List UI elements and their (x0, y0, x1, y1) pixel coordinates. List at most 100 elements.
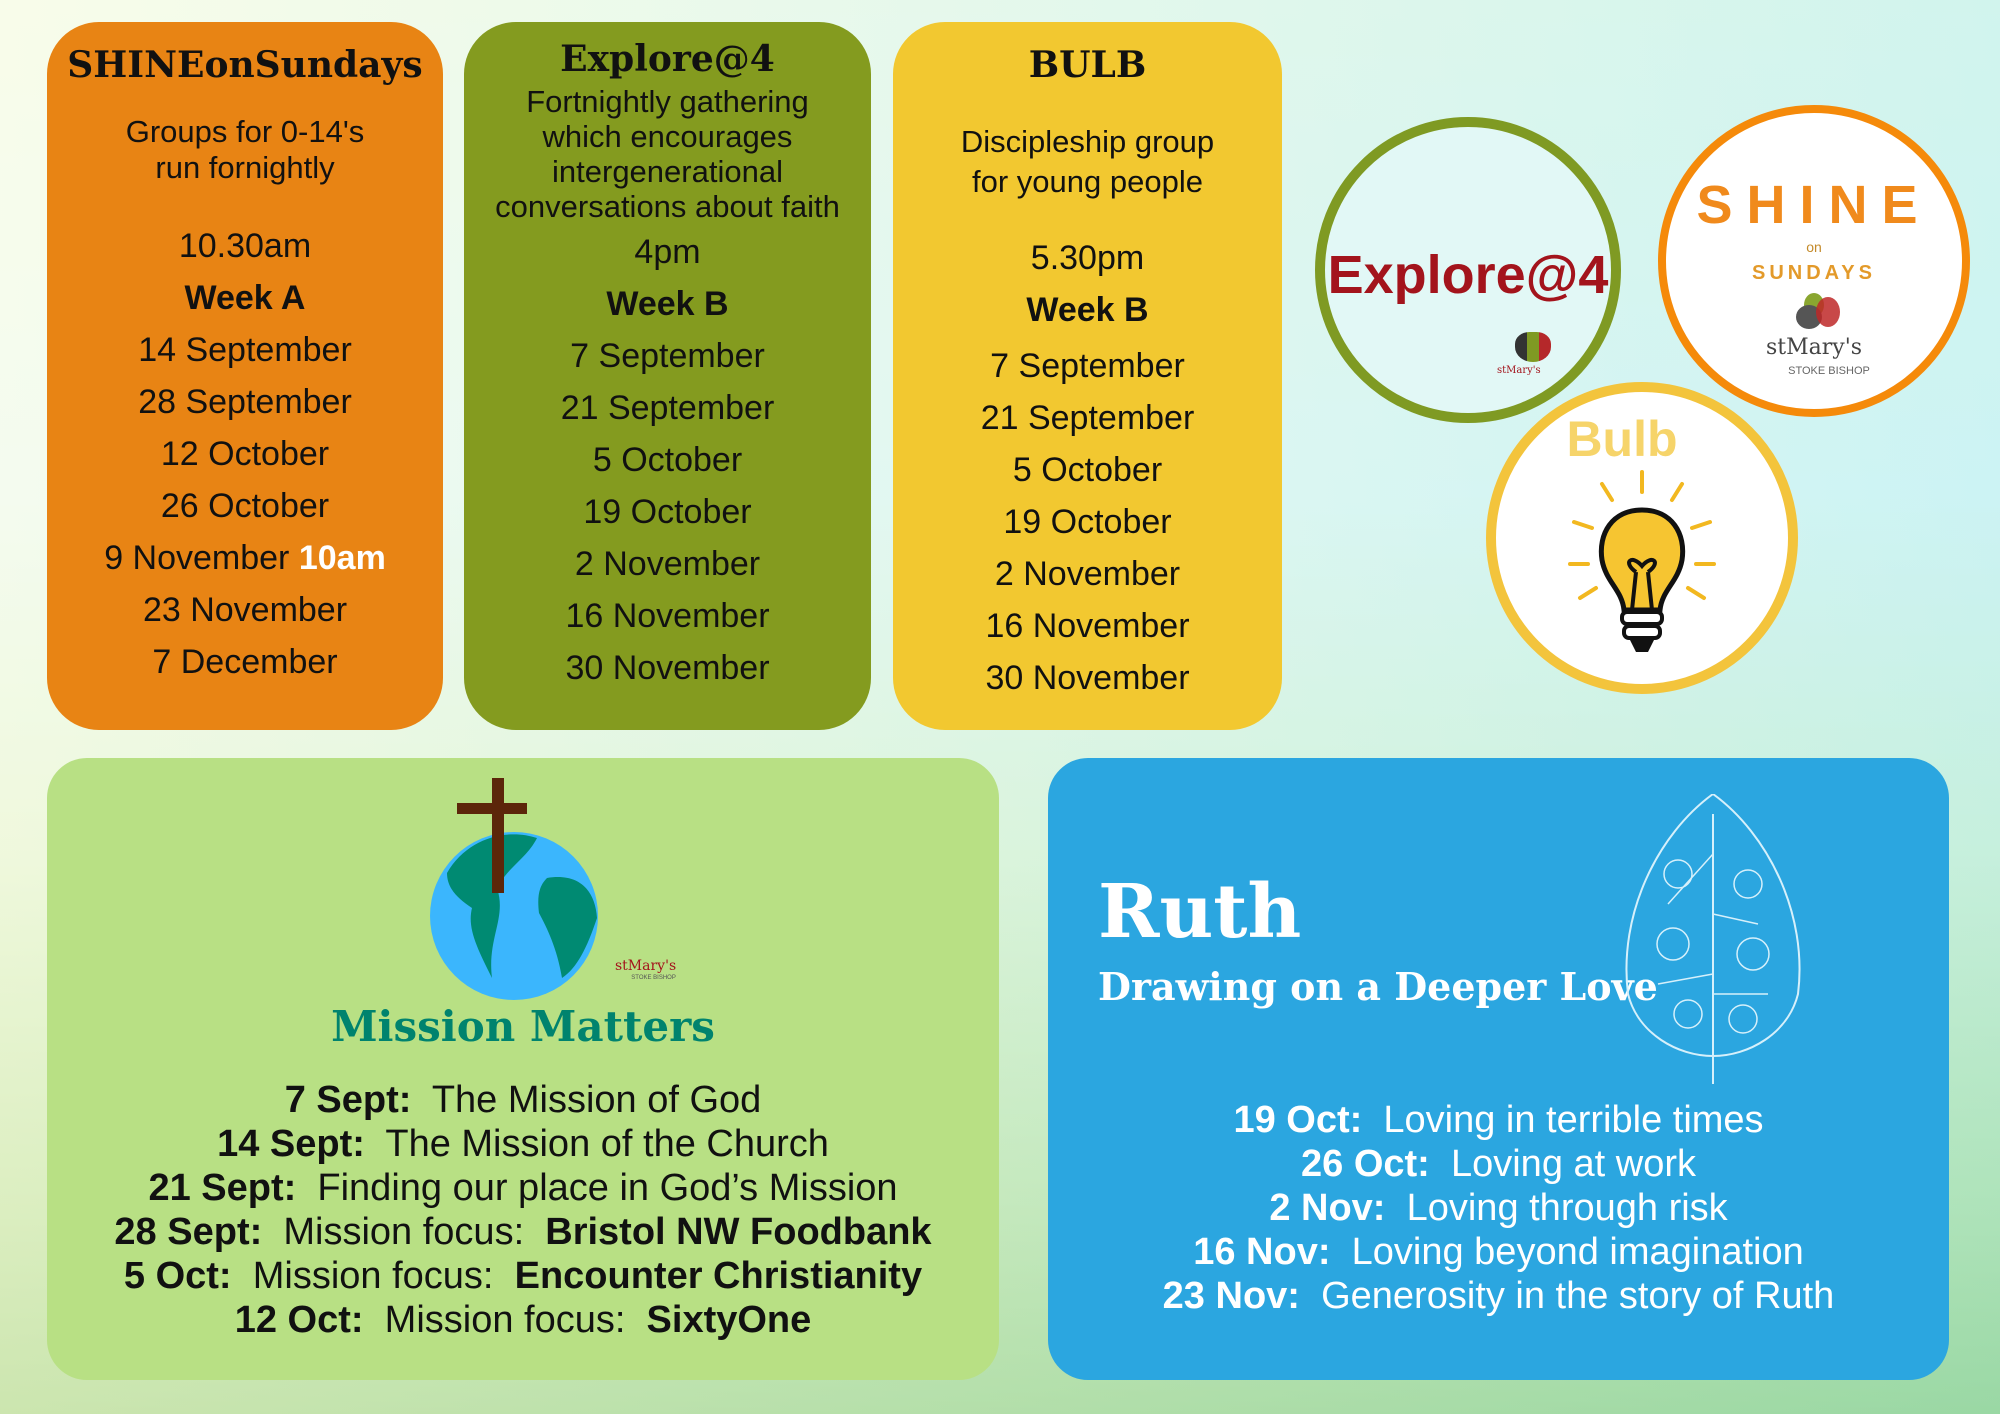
church-text: stMary's (615, 958, 677, 974)
desc-line: Fortnightly gathering (526, 84, 809, 119)
card-time: 10.30am (178, 227, 312, 265)
item-text: Loving beyond imagination (1351, 1231, 1804, 1273)
church-text: stMary's (1765, 335, 1863, 360)
item-date: 28 Sept: (114, 1211, 263, 1253)
card-week: Week B (1026, 291, 1149, 329)
ruth-title: Ruth (1098, 869, 1302, 955)
date-item: 2 November (994, 555, 1181, 593)
desc-line: for young people (972, 164, 1203, 199)
bulb-logo-text: Bulb (1566, 411, 1678, 467)
leaf-tree-icon (1625, 794, 1801, 1084)
schedule-item: 12 Oct: Mission focus: SixtyOne (47, 1298, 999, 1342)
schedule-item: 19 Oct: Loving in terrible times (1048, 1098, 1949, 1142)
item-text: Loving at work (1450, 1143, 1696, 1185)
ruth-schedule: 19 Oct: Loving in terrible times 26 Oct:… (1048, 1098, 1949, 1318)
schedule-item: 26 Oct: Loving at work (1048, 1142, 1949, 1186)
item-text: Mission focus: (384, 1299, 626, 1341)
date-item: 19 October (1003, 503, 1172, 541)
date-item: 2 November (574, 545, 761, 583)
card-time: 5.30pm (1030, 239, 1145, 277)
date-item: 30 November (565, 649, 770, 687)
date-text: 9 November (104, 539, 290, 577)
date-item: 5 October (592, 441, 743, 479)
card-description: Discipleship group for young people (961, 122, 1214, 202)
date-item: 28 September (138, 383, 352, 421)
desc-line: which encourages (542, 119, 793, 154)
schedule-item: 14 Sept: The Mission of the Church (47, 1122, 999, 1166)
card-title: BULB (1028, 44, 1147, 86)
globe-cross-icon (430, 778, 598, 1000)
item-date: 5 Oct: (123, 1255, 232, 1297)
ruth-subtitle: Drawing on a Deeper Love (1098, 964, 1658, 1009)
card-title: Explore@4 (560, 38, 775, 80)
schedule-item: 16 Nov: Loving beyond imagination (1048, 1230, 1949, 1274)
shine-logo: SHINE on SUNDAYS stMary's STOKE BISHOP (1658, 105, 1970, 417)
dots-icon (1796, 293, 1846, 329)
item-date: 14 Sept: (217, 1123, 365, 1165)
date-item: 5 October (1012, 451, 1163, 489)
time-highlight: 10am (298, 539, 386, 577)
date-item: 14 September (138, 331, 352, 369)
date-item: 26 October (160, 487, 330, 525)
bulb-card: BULB Discipleship group for young people… (893, 22, 1282, 730)
item-date: 23 Nov: (1162, 1275, 1300, 1317)
explore-logo: Explore@4 stMary's (1315, 117, 1621, 423)
ruth-panel: Ruth Drawing on a Deeper Love 19 Oct: Lo… (1048, 758, 1949, 1380)
mission-schedule: 7 Sept: The Mission of God 14 Sept: The … (47, 1078, 999, 1342)
date-item: 23 November (142, 591, 348, 629)
date-item: 19 October (583, 493, 752, 531)
date-item: 21 September (980, 399, 1195, 437)
card-week: Week A (184, 279, 306, 317)
item-date: 26 Oct: (1301, 1143, 1430, 1185)
item-date: 21 Sept: (148, 1167, 297, 1209)
card-week: Week B (606, 285, 729, 323)
date-item: 7 September (990, 347, 1185, 385)
item-date: 12 Oct: (234, 1299, 364, 1341)
church-sub: STOKE BISHOP (1788, 365, 1870, 377)
item-date: 7 Sept: (284, 1079, 412, 1121)
date-item: 12 October (160, 435, 330, 473)
item-text: Mission focus: (283, 1211, 525, 1253)
date-item: 30 November (985, 659, 1190, 697)
item-focus: Bristol NW Foodbank (545, 1211, 932, 1253)
date-item: 7 September (570, 337, 765, 375)
item-text: The Mission of God (431, 1079, 762, 1121)
card-title: SHINEonSundays (67, 44, 423, 86)
shine-word: SHINE (1696, 175, 1932, 235)
date-item: 7 December (152, 643, 338, 681)
explore-logo-text: Explore@4 (1327, 245, 1609, 305)
shine-card: SHINEonSundays Groups for 0-14's run for… (47, 22, 443, 730)
date-item: 21 September (560, 389, 775, 427)
schedule-item: 7 Sept: The Mission of God (47, 1078, 999, 1122)
card-description: Fortnightly gathering which encourages i… (495, 84, 840, 224)
item-focus: Encounter Christianity (514, 1255, 923, 1297)
item-text: The Mission of the Church (385, 1123, 829, 1165)
explore-card: Explore@4 Fortnightly gathering which en… (464, 22, 871, 730)
shine-on: on (1806, 239, 1822, 255)
item-text: Mission focus: (252, 1255, 494, 1297)
schedule-item: 5 Oct: Mission focus: Encounter Christia… (47, 1254, 999, 1298)
item-text: Generosity in the story of Ruth (1321, 1275, 1835, 1317)
desc-line: intergenerational (552, 154, 783, 189)
date-item: 9 November 10am (104, 532, 386, 584)
item-date: 19 Oct: (1233, 1099, 1363, 1141)
item-text: Loving through risk (1406, 1187, 1728, 1229)
item-text: Loving in terrible times (1383, 1099, 1764, 1141)
desc-line: run fornightly (155, 150, 335, 185)
church-sub: STOKE BISHOP (631, 975, 676, 981)
schedule-item: 23 Nov: Generosity in the story of Ruth (1048, 1274, 1949, 1318)
item-date: 2 Nov: (1269, 1187, 1386, 1229)
bulb-logo: Bulb (1486, 382, 1798, 694)
schedule-item: 28 Sept: Mission focus: Bristol NW Foodb… (47, 1210, 999, 1254)
mission-title: Mission Matters (331, 1002, 715, 1051)
desc-line: Discipleship group (960, 124, 1215, 159)
date-item: 16 November (985, 607, 1190, 645)
lightbulb-icon (1568, 470, 1716, 652)
schedule-item: 2 Nov: Loving through risk (1048, 1186, 1949, 1230)
date-item: 16 November (565, 597, 770, 635)
item-focus: SixtyOne (646, 1299, 812, 1341)
item-date: 16 Nov: (1193, 1231, 1331, 1273)
card-description: Groups for 0-14's run fornightly (126, 114, 365, 186)
